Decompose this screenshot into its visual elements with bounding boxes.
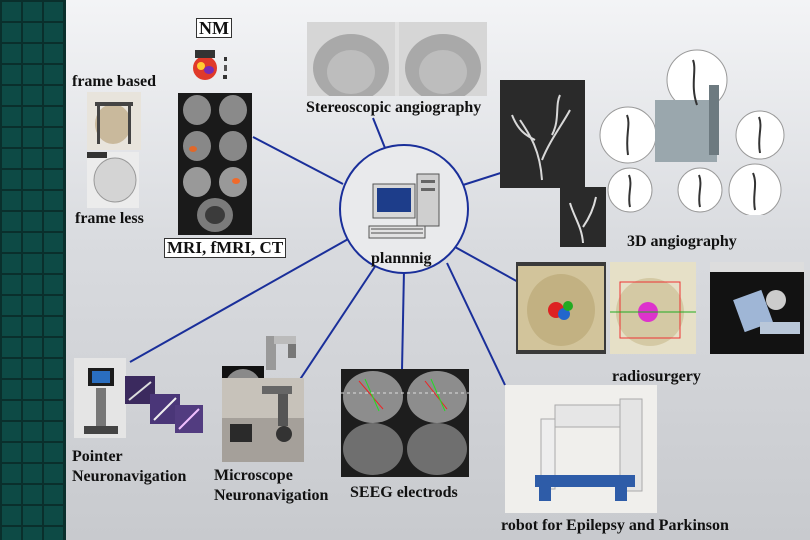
angio-3d-label: 3D angiography — [627, 233, 737, 250]
microscope-device-image — [258, 330, 300, 376]
microscope-label-line1: Microscope — [214, 467, 293, 484]
angio-small-image — [560, 187, 606, 247]
connector-mri — [252, 136, 344, 185]
mri-label: MRI, fMRI, CT — [164, 238, 287, 258]
radiosurgery-image-2 — [610, 262, 696, 354]
robot-label: robot for Epilepsy and Parkinson — [501, 517, 729, 534]
decorative-grid-sidebar — [0, 0, 66, 540]
seeg-image — [341, 369, 469, 477]
radiosurgery-label: radiosurgery — [612, 368, 701, 385]
robot-image — [505, 385, 657, 513]
frame-based-image — [87, 92, 141, 150]
frame-less-label: frame less — [75, 210, 144, 227]
hub-label: plannnig — [371, 250, 432, 267]
nm-small-image — [222, 55, 230, 83]
seeg-label: SEEG electrods — [350, 484, 458, 501]
connector-stereo — [372, 117, 386, 149]
radiosurgery-image-1 — [516, 262, 606, 354]
pointer-label-line2: Neuronavigation — [72, 468, 187, 485]
mri-scans-image — [178, 93, 252, 235]
frame-less-image — [87, 152, 139, 208]
stereo-angio-image — [307, 22, 487, 96]
planning-hub — [339, 144, 469, 274]
connector-seeg — [401, 269, 405, 371]
frame-based-label: frame based — [72, 73, 156, 90]
angio-collage-image — [585, 25, 785, 215]
angio-vessel-image — [500, 80, 585, 188]
connector-microscope — [292, 261, 379, 391]
radiosurgery-image-3 — [710, 262, 804, 354]
connector-radiosurgery — [454, 246, 521, 284]
nm-label: NM — [196, 18, 232, 38]
pointer-label-line1: Pointer — [72, 448, 123, 465]
pointer-station-image — [74, 358, 126, 438]
microscope-room-image — [222, 378, 304, 462]
connector-robot — [446, 262, 506, 386]
stereo-angio-label: Stereoscopic angiography — [306, 99, 482, 116]
computer-icon — [368, 173, 440, 239]
connector-pointer — [129, 237, 351, 363]
nm-brain-image — [191, 48, 219, 82]
microscope-label-line2: Neuronavigation — [214, 487, 329, 504]
pointer-probe-image-3 — [175, 405, 203, 433]
